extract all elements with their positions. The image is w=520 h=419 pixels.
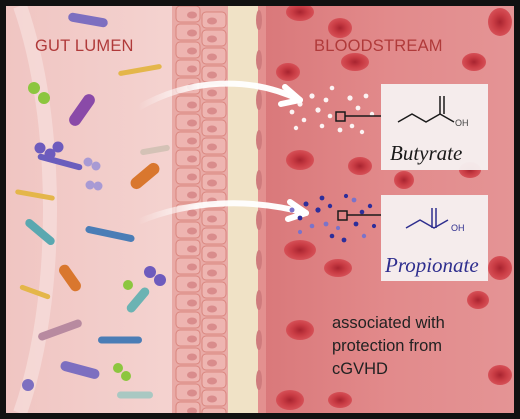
butyrate-hydroxyl: OH bbox=[455, 118, 469, 128]
red-blood-cell-icon bbox=[276, 390, 304, 410]
bacteria-icon bbox=[118, 64, 162, 76]
bacteria-icon bbox=[25, 219, 55, 245]
bacteria-icon bbox=[121, 371, 131, 381]
red-blood-cell-icon bbox=[348, 157, 372, 175]
propionate-callout bbox=[337, 195, 488, 281]
bacteria-icon bbox=[22, 379, 34, 391]
bacteria-icon bbox=[28, 82, 40, 94]
bacteria-icon bbox=[117, 391, 153, 399]
red-blood-cells bbox=[276, 3, 512, 410]
butyrate-name: Butyrate bbox=[390, 141, 463, 165]
bacteria-icon bbox=[85, 226, 135, 242]
propionate-hydroxyl: OH bbox=[451, 223, 465, 233]
bacteria-icon bbox=[38, 319, 82, 341]
red-blood-cell-icon bbox=[488, 365, 512, 385]
bacteria-icon bbox=[140, 144, 170, 156]
gut-bacteria bbox=[15, 12, 170, 399]
bacteria-icon bbox=[44, 148, 56, 160]
bacteria-icon bbox=[83, 157, 93, 167]
propionate-name: Propionate bbox=[385, 253, 479, 277]
bacteria-icon bbox=[34, 142, 46, 154]
association-note-line-2: protection from bbox=[332, 337, 443, 355]
bacteria-icon bbox=[98, 336, 142, 344]
red-blood-cell-icon bbox=[324, 259, 352, 277]
intestinal-wall bbox=[172, 5, 266, 419]
bacteria-icon bbox=[15, 189, 55, 201]
bacteria-icon bbox=[91, 161, 101, 171]
bacteria-icon bbox=[126, 287, 150, 313]
red-blood-cell-icon bbox=[286, 320, 314, 340]
bacteria-icon bbox=[60, 361, 100, 379]
bacteria-icon bbox=[69, 94, 95, 126]
butyrate-callout bbox=[335, 84, 488, 170]
red-blood-cell-icon bbox=[284, 240, 316, 260]
red-blood-cell-icon bbox=[467, 291, 489, 309]
bloodstream-label: BLOODSTREAM bbox=[314, 37, 443, 55]
bacteria-icon bbox=[19, 284, 51, 300]
bacteria-icon bbox=[154, 274, 166, 286]
red-blood-cell-icon bbox=[286, 3, 314, 21]
bacteria-icon bbox=[113, 363, 123, 373]
arrow-icon bbox=[135, 80, 309, 225]
red-blood-cell-icon bbox=[276, 63, 300, 81]
bacteria-icon bbox=[85, 180, 95, 190]
red-blood-cell-icon bbox=[286, 150, 314, 170]
red-blood-cell-icon bbox=[488, 8, 512, 36]
propionate-molecules bbox=[289, 193, 377, 243]
bacteria-icon bbox=[59, 264, 81, 292]
red-blood-cell-icon bbox=[328, 392, 352, 408]
gut-lumen-label: GUT LUMEN bbox=[35, 37, 134, 55]
red-blood-cell-icon bbox=[462, 53, 486, 71]
bacteria-icon bbox=[38, 92, 50, 104]
lamina-propria bbox=[228, 6, 262, 413]
association-note-line-1: associated with bbox=[332, 314, 445, 332]
red-blood-cell-icon bbox=[488, 256, 512, 280]
bacteria-icon bbox=[123, 280, 133, 290]
propionate-structure-icon bbox=[405, 208, 449, 229]
bacteria-icon bbox=[93, 181, 103, 191]
red-blood-cell-icon bbox=[394, 171, 414, 189]
red-blood-cell-icon bbox=[341, 53, 369, 71]
bacteria-icon bbox=[52, 141, 64, 153]
association-note-line-3: cGVHD bbox=[332, 360, 388, 378]
bacteria-icon bbox=[68, 12, 108, 28]
association-note: associated with protection from cGVHD bbox=[332, 312, 445, 381]
butyrate-structure-icon bbox=[397, 96, 455, 123]
bacteria-icon bbox=[130, 162, 160, 190]
red-blood-cell-icon bbox=[328, 18, 352, 38]
butyrate-molecules bbox=[289, 85, 375, 135]
bacteria-icon bbox=[144, 266, 156, 278]
